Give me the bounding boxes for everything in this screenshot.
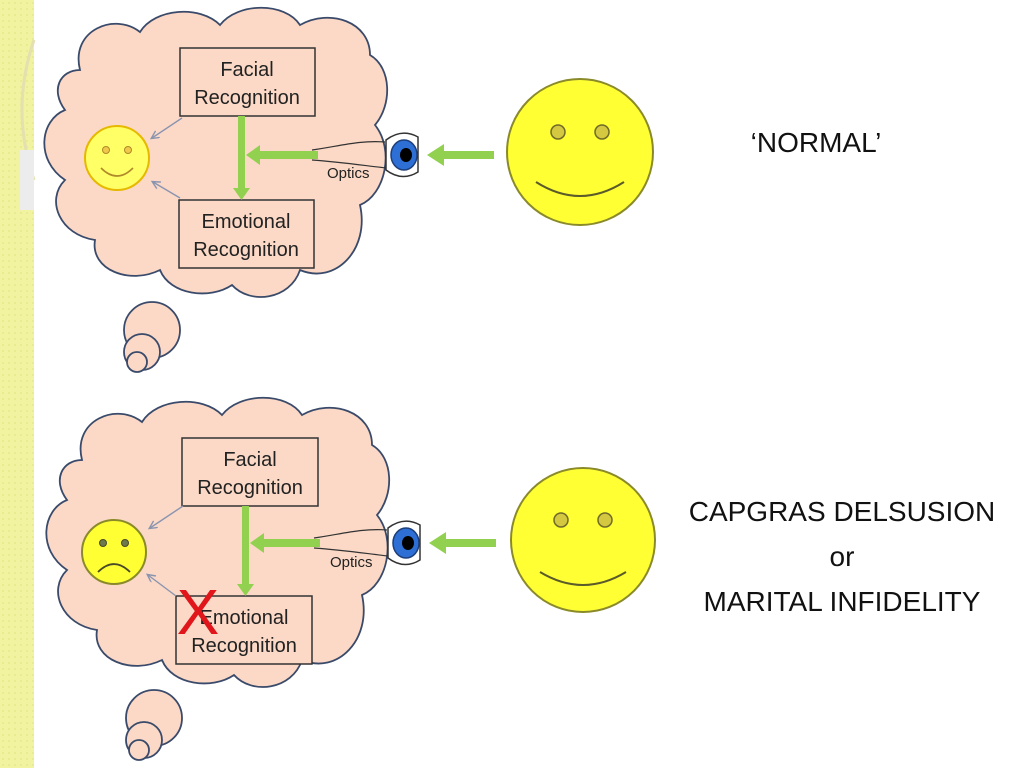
facial-recognition-label-line1: Facial [223,449,276,471]
green-arrow-optics-head [250,533,264,553]
green-connector-arrowhead-down [233,188,250,200]
green-arrow-face-to-eye-head [427,144,444,166]
thin-arrow-facial-to-face [150,505,184,528]
emotional-recognition-box [175,595,313,665]
facial-recognition-label-line2: Recognition [194,87,300,109]
facial-recognition-box [181,437,319,507]
emotional-recognition-label-line2: Recognition [191,635,297,657]
green-arrow-face-to-eye-shaft [444,539,496,547]
eye-icon [385,132,419,178]
capgras-label-line3: MARITAL INFIDELITY [704,586,981,617]
normal-label: ‘NORMAL’ [751,127,882,158]
emotional-recognition-label-line1: Emotional [200,607,289,629]
green-connector-vertical [242,506,249,586]
facial-recognition-label-line2: Recognition [197,477,303,499]
emotional-recognition-label-line2: Recognition [193,239,299,261]
left-decorative-band [0,0,34,768]
blocked-x-mark: X [177,576,220,648]
green-arrow-face-to-eye-head [429,532,446,554]
optic-nerve [311,141,387,169]
facial-recognition-box [179,47,316,117]
observed-face-smile-icon [510,467,656,613]
optics-label: Optics [330,554,373,571]
green-arrow-face-to-eye-shaft [442,151,494,159]
observed-face-smile-icon [506,78,654,226]
optics-label: Optics [327,165,370,182]
panel-capgras: Facial Recognition Emotional Recognition… [45,396,996,761]
thin-arrow-facial-to-face [152,117,183,138]
facial-recognition-label-line1: Facial [220,59,273,81]
green-arrow-optics-head [246,145,260,165]
green-arrow-optics-shaft [262,539,320,547]
emotional-recognition-label-line1: Emotional [202,211,291,233]
green-arrow-optics-shaft [258,151,318,159]
thin-arrow-emotional-to-face [148,575,177,597]
emotional-recognition-box [178,199,315,269]
green-connector-vertical [238,116,245,190]
panel-normal: Facial Recognition Emotional Recognition… [43,6,882,373]
green-connector-arrowhead-down [237,584,254,596]
band-decor-tab [20,150,34,210]
perceived-face-smile-icon [84,125,150,191]
thin-arrow-emotional-to-face [153,182,181,199]
eye-icon [387,520,421,566]
perceived-face-frown-icon [81,519,147,585]
thought-bubble-small [128,739,150,761]
capgras-label-line2: or [830,541,855,572]
optic-nerve [313,529,389,557]
thought-bubble-small [126,351,148,373]
capgras-label-line1: CAPGRAS DELSUSION [689,496,996,527]
